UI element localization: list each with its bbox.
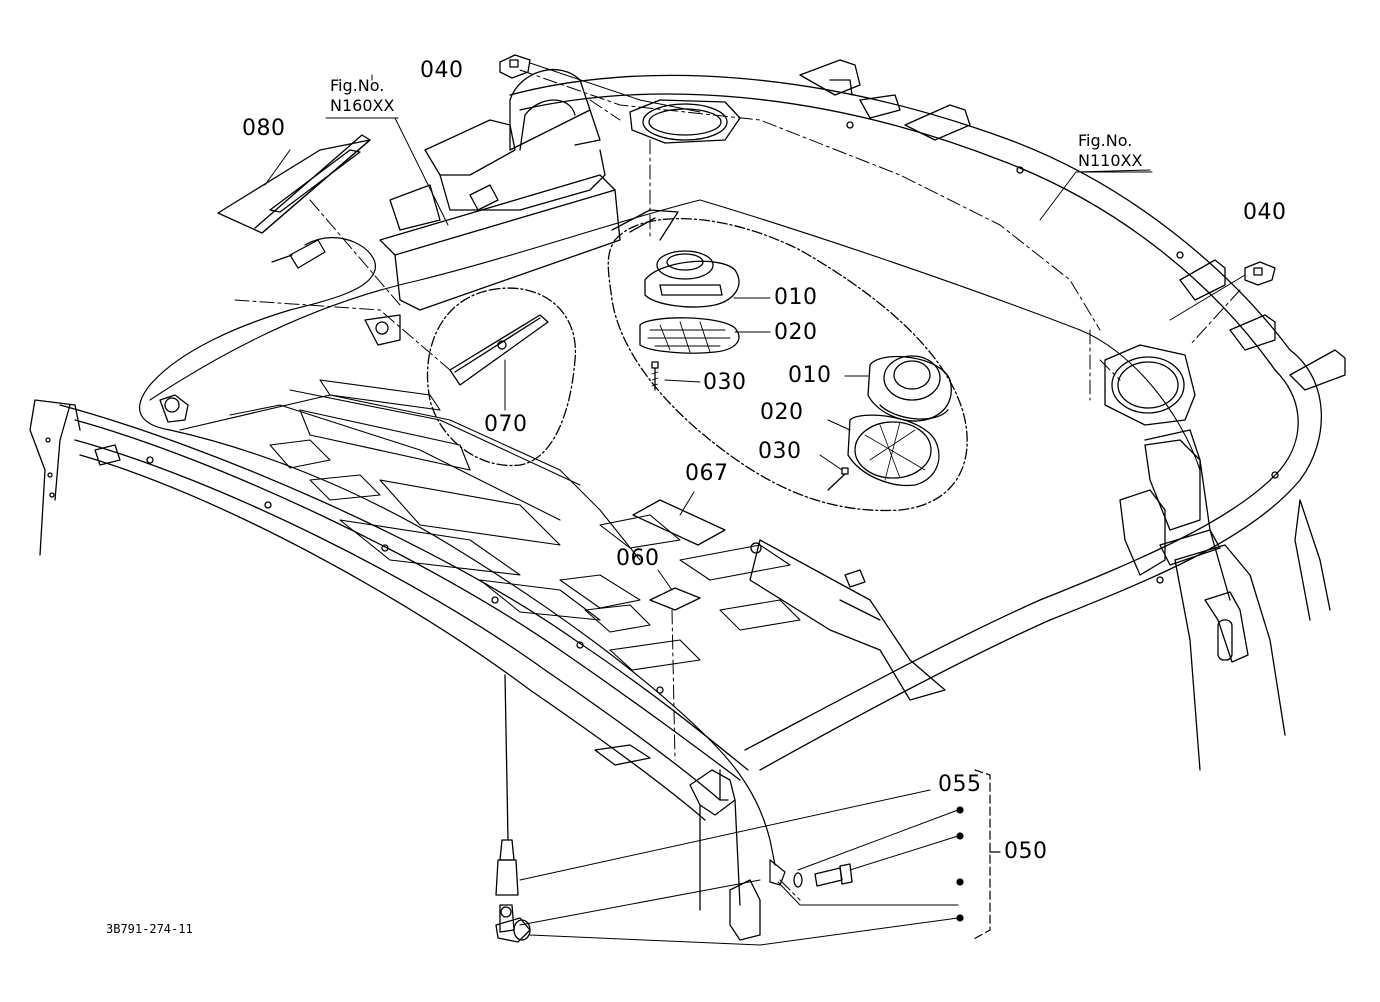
figure-ref-underlines	[325, 117, 1153, 173]
part-070-lamp	[426, 287, 577, 467]
bolt-and-washer	[793, 863, 853, 888]
part-label-080: 080	[242, 116, 286, 141]
rear-speaker-opening	[1104, 344, 1221, 576]
part-label-070: 070	[484, 412, 528, 437]
leader-lines	[264, 62, 1246, 946]
speaker-grille-a	[639, 317, 740, 354]
part-label-040-right: 040	[1243, 200, 1287, 225]
clip-040-right	[1244, 261, 1276, 286]
antenna-cable	[139, 237, 786, 886]
speaker-assembly-bubble	[607, 209, 968, 512]
part-label-067: 067	[685, 461, 729, 486]
part-label-030-a: 030	[703, 370, 747, 395]
speaker-grille-b	[847, 414, 940, 487]
part-label-010-b: 010	[788, 363, 832, 388]
right-front-pillar	[689, 769, 761, 941]
part-label-020-b: 020	[760, 400, 804, 425]
pad-060	[649, 587, 701, 611]
figure-ref-n160-line2: N160XX	[330, 96, 395, 115]
upper-left-console	[159, 119, 621, 423]
headliner-panel	[149, 199, 1201, 671]
part-label-055: 055	[938, 772, 982, 797]
antenna-rod	[495, 674, 531, 943]
part-label-050: 050	[1004, 839, 1048, 864]
part-label-020-a: 020	[774, 320, 818, 345]
part-label-060: 060	[616, 546, 660, 571]
part-label-010-a: 010	[774, 285, 818, 310]
part-label-040-top: 040	[420, 58, 464, 83]
screw-b	[827, 467, 849, 491]
drawing-number: 3B791-274-11	[106, 922, 193, 936]
screw-a	[651, 361, 659, 391]
figure-ref-n160: Fig.No. N160XX	[330, 76, 394, 116]
pad-067	[632, 499, 726, 546]
figure-ref-n160-line1: Fig.No.	[330, 76, 385, 95]
roof-front-rail	[59, 404, 749, 821]
speaker-a	[644, 250, 740, 308]
speaker-b	[867, 355, 952, 422]
left-front-pillar	[29, 399, 81, 556]
roof-rear-rail	[509, 74, 1323, 771]
dashed-leaders	[234, 69, 1241, 901]
upper-speaker-opening	[509, 68, 741, 151]
figure-ref-n110-line2: N110XX	[1078, 151, 1143, 170]
part-label-030-b: 030	[758, 439, 802, 464]
clip-040-top	[499, 54, 531, 79]
figure-ref-n110: Fig.No. N110XX	[1078, 131, 1142, 171]
right-rear-pillar	[1144, 429, 1331, 771]
figure-ref-n110-line1: Fig.No.	[1078, 131, 1133, 150]
center-trim-strip	[749, 539, 946, 701]
group-050-bracket	[956, 769, 1001, 941]
rear-brackets	[799, 59, 1346, 391]
part-080-panel	[217, 134, 371, 234]
